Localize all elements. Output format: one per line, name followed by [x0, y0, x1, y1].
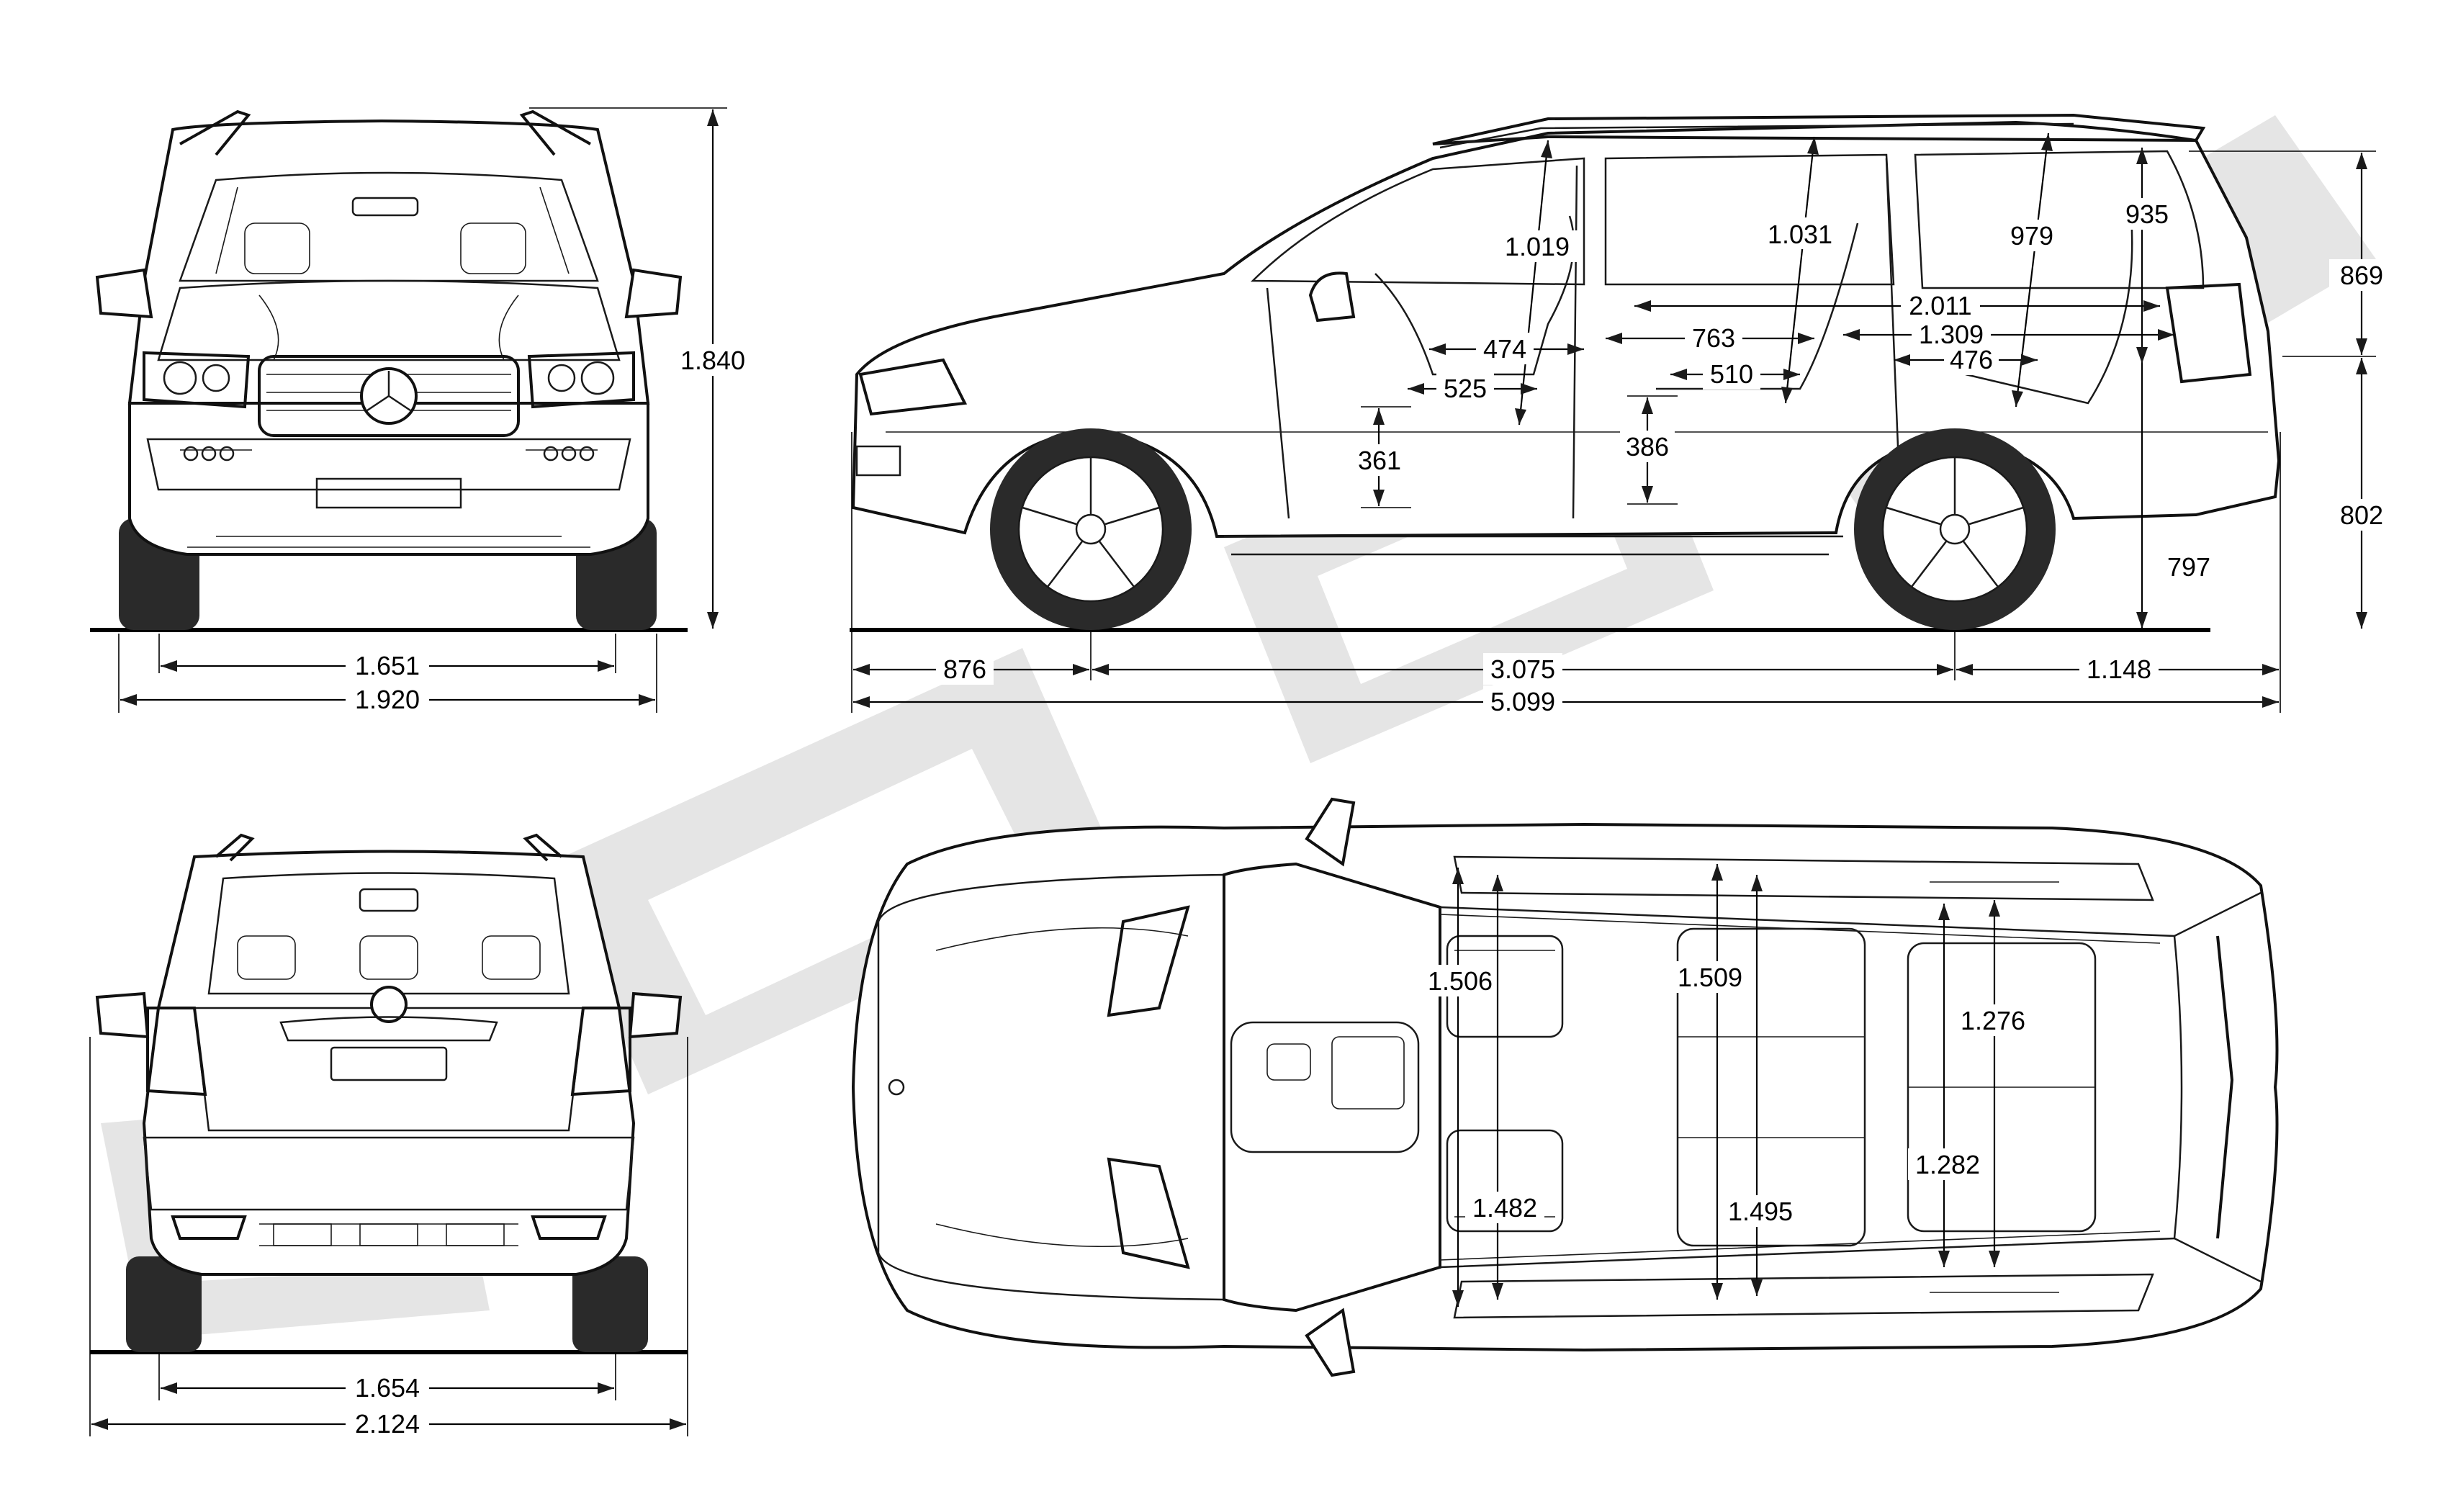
side-headroom-middle-label: 1.031: [1768, 220, 1832, 249]
side-front-overhang-label: 876: [943, 654, 986, 684]
side-rear-height-upper-label: 869: [2340, 261, 2383, 290]
top-shoulder-rear-dimension: 1.276: [1955, 900, 2034, 1267]
side-rear-height-upper-dimension: 869: [2189, 150, 2394, 357]
side-seat-height-front-dimension: 361: [1352, 406, 1411, 508]
side-headroom-front-label: 1.019: [1505, 232, 1570, 261]
side-legroom-middle-label: 763: [1692, 323, 1735, 353]
side-seat-depth-front-dimension: 525: [1408, 372, 1537, 404]
side-ground-to-bumper-label: 797: [2167, 552, 2210, 582]
side-headroom-rear-label: 979: [2010, 221, 2053, 251]
side-legroom-front-label: 474: [1483, 334, 1526, 364]
front-width-label: 1.920: [355, 685, 420, 714]
side-overall-length-label: 5.099: [1490, 687, 1555, 716]
rear-track-label: 1.654: [355, 1373, 420, 1403]
side-headroom-front-dimension: 1.019: [1494, 140, 1580, 426]
top-shoulder-front-dimension: 1.506: [1422, 868, 1501, 1307]
side-rear-overhang-label: 1.148: [2087, 654, 2151, 684]
top-shoulder-middle-dimension: 1.509: [1670, 864, 1750, 1300]
front-width-dimension: 1.920: [118, 634, 657, 715]
top-hip-rear-label: 1.282: [1915, 1150, 1980, 1179]
top-hip-front-dimension: 1.482: [1465, 875, 1544, 1300]
side-load-length-total-dimension: 2.011: [1634, 289, 2160, 321]
side-rear-height-lower-label: 802: [2340, 500, 2383, 530]
top-hip-front-label: 1.482: [1472, 1193, 1537, 1223]
front-height-dimension: 1.840: [529, 107, 755, 629]
side-wheelbase-dimension: 3.075: [1092, 630, 1956, 685]
side-front-overhang-dimension: 876: [851, 432, 1092, 713]
front-track-label: 1.651: [355, 651, 420, 680]
front-view-drawing: [90, 109, 688, 632]
side-load-length-rear-label: 476: [1950, 345, 1993, 374]
side-load-length-total-label: 2.011: [1909, 291, 1971, 320]
side-seat-depth-front-label: 525: [1444, 374, 1487, 403]
side-overall-length-dimension: 5.099: [853, 685, 2279, 717]
front-height-label: 1.840: [680, 346, 745, 375]
side-cargo-opening-dimension: 935: [2117, 148, 2177, 364]
side-rear-height-lower-dimension: 802: [2329, 358, 2394, 629]
side-seat-height-front-label: 361: [1358, 446, 1401, 475]
side-load-length-rear-dimension: 476: [1894, 343, 2038, 375]
side-wheelbase-label: 3.075: [1490, 654, 1555, 684]
top-shoulder-middle-label: 1.509: [1678, 963, 1742, 992]
rear-track-dimension: 1.654: [158, 1354, 616, 1403]
top-hip-middle-label: 1.495: [1728, 1197, 1793, 1226]
top-shoulder-front-label: 1.506: [1428, 966, 1493, 996]
rear-width-label: 2.124: [355, 1409, 420, 1439]
side-legroom-middle-dimension: 763: [1606, 322, 1814, 354]
top-view-drawing: [851, 797, 2279, 1377]
top-shoulder-rear-label: 1.276: [1961, 1006, 2025, 1035]
side-legroom-front-dimension: 474: [1429, 333, 1584, 364]
top-hip-rear-dimension: 1.282: [1908, 904, 1987, 1267]
rear-view-drawing: [90, 833, 688, 1354]
rear-width-dimension: 2.124: [89, 1037, 688, 1439]
side-seat-height-middle-dimension: 386: [1620, 395, 1678, 505]
side-cargo-opening-label: 935: [2125, 199, 2169, 229]
side-seat-height-middle-label: 386: [1626, 432, 1669, 462]
side-headroom-rear-dimension: 979: [2002, 132, 2062, 408]
side-headroom-middle-dimension: 1.031: [1757, 136, 1845, 404]
side-seat-depth-middle-label: 510: [1710, 359, 1753, 389]
side-seat-depth-middle-dimension: 510: [1670, 358, 1800, 390]
side-rear-overhang-dimension: 1.148: [1956, 432, 2281, 713]
side-view-drawing: [850, 113, 2281, 632]
front-track-dimension: 1.651: [158, 634, 616, 681]
side-ground-to-bumper-dimension: 797: [2136, 364, 2219, 629]
top-hip-middle-dimension: 1.495: [1721, 875, 1800, 1296]
